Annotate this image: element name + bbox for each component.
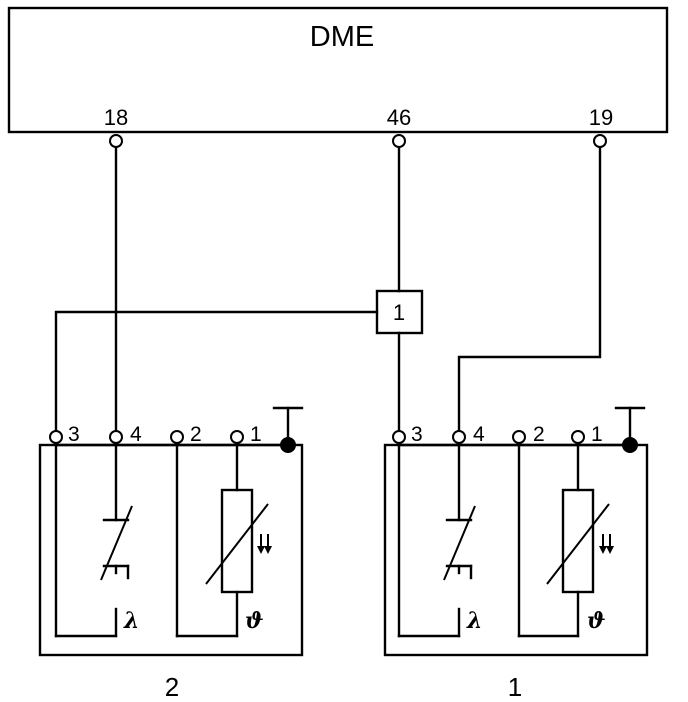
heater-element	[220, 488, 254, 594]
wire-pin19-to-sensor1-t4	[457, 146, 602, 432]
ground-node	[280, 437, 296, 453]
svg-text:4: 4	[473, 423, 485, 446]
oxygen-sensor-2: λ ϑ 3 4 2 1 2	[38, 406, 304, 702]
svg-text:3: 3	[68, 423, 80, 446]
sensor-2-terminal-1	[230, 430, 244, 444]
dme-pin-19-label: 19	[589, 105, 613, 130]
sensor-2-terminal-2	[170, 430, 184, 444]
oxygen-sensor-1: λ ϑ 3 4 2 1 1	[383, 406, 649, 702]
dme-pin-18-label: 18	[104, 105, 128, 130]
sensor-2-label: 2	[165, 672, 179, 702]
lambda-symbol: λ	[123, 608, 139, 634]
dme-pin-46-label: 46	[387, 105, 411, 130]
lambda-symbol: λ	[466, 608, 482, 634]
dme-control-unit	[7, 6, 669, 134]
sensor-1-terminal-1	[571, 430, 585, 444]
svg-text:4: 4	[130, 423, 142, 446]
sensor-1-label: 1	[508, 672, 522, 702]
junction-label: 1	[393, 300, 405, 325]
dme-pin-19	[593, 134, 607, 148]
sensor-1-terminal-2	[512, 430, 526, 444]
theta-symbol: ϑ	[245, 608, 264, 634]
svg-text:2: 2	[533, 423, 545, 446]
ground-node	[622, 437, 638, 453]
svg-text:3: 3	[411, 423, 423, 446]
sensor-1-housing	[383, 443, 649, 657]
sensor-1-terminal-4	[452, 430, 466, 444]
dme-pin-18	[109, 134, 123, 148]
dme-label: DME	[310, 21, 374, 53]
svg-text:1: 1	[591, 423, 603, 446]
theta-symbol: ϑ	[587, 608, 606, 634]
svg-text:2: 2	[190, 423, 202, 446]
wire-junction-to-sensor2-t3	[54, 310, 379, 432]
sensor-2-terminal-4	[109, 430, 123, 444]
heater-element	[561, 488, 595, 594]
dme-pin-46	[392, 134, 406, 148]
sensor-2-terminal-3	[49, 430, 63, 444]
sensor-1-terminal-3	[392, 430, 406, 444]
svg-text:1: 1	[250, 423, 262, 446]
